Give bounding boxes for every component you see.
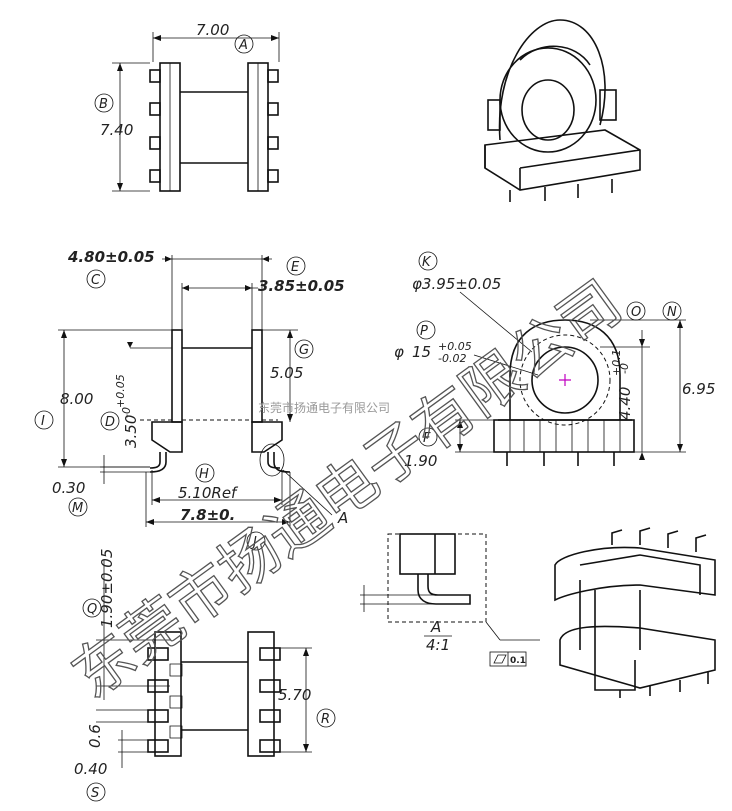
label-g: G [299,343,309,358]
label-f-circle [418,427,438,447]
label-g-circle [294,339,314,359]
dim-bore-tol-bottom: -0.02 [438,352,466,365]
dim-bore-prefix: φ [394,343,404,361]
label-a: A [238,38,248,53]
label-i: I [41,414,45,429]
iso-view-bottom [554,527,716,698]
dim-center-tol-top: +0.1 [610,349,623,376]
label-j: J [250,535,257,550]
label-q: Q [87,602,97,617]
label-k-circle [418,251,438,271]
dim-center-height: 4.40 [616,387,634,420]
dim-top-width: 7.00 [196,21,229,39]
dim-hole-dia: φ3.95±0.05 [412,275,501,293]
label-p: P [420,324,428,339]
dim-side-height: 6.95 [682,380,715,398]
front-view: 4.80±0.05 C 3.85±0.05 E 8.00 I [34,248,348,551]
flatness-value: 0.1 [510,656,526,666]
dim-top-height: 7.40 [100,121,133,139]
label-p-circle [416,320,436,340]
label-m: M [72,501,83,516]
dim-base-height: 1.90 [404,452,437,470]
label-e-circle [286,256,306,276]
detail-scale: 4:1 [426,636,450,654]
dim-slot-height: 3.50 [122,415,140,448]
label-r-circle [316,708,336,728]
label-r: R [321,712,330,727]
label-h: H [199,467,209,482]
label-q-circle [82,598,102,618]
label-d: D [105,415,115,430]
dim-center-tol-bottom: -0 [618,363,631,374]
label-j-circle [246,531,266,551]
label-h-circle [195,463,215,483]
dim-ref-width: 5.10Ref [178,484,239,502]
watermark-small: 东莞市扬通电子有限公司 [258,400,390,415]
label-s-circle [86,782,106,802]
label-d-circle [100,411,120,431]
label-b-circle [94,93,114,113]
detail-label: A [430,618,441,636]
label-k: K [422,255,432,270]
side-view: K φ3.95±0.05 P φ 15 +0.05 -0.02 O N 4.40… [394,251,715,470]
label-c: C [91,273,101,288]
label-b: B [99,97,108,112]
dim-lead-thickness: 0.30 [52,479,85,497]
label-f: F [423,431,431,446]
iso-view-top [484,19,641,202]
dim-bore-tol-top: +0.05 [438,340,472,353]
detail-ref-a: A [337,509,348,527]
label-e: E [291,260,300,275]
detail-a: A 4:1 0.1 [360,533,540,667]
dim-total-height: 8.00 [60,390,93,408]
dim-inner-width: 3.85±0.05 [258,277,345,295]
label-s: S [91,786,99,801]
bottom-view: 1.90±0.05 Q 0.6 0.40 S 5.70 [74,549,336,802]
dim-bottom-span: 5.70 [278,686,311,704]
label-n: N [667,305,677,320]
label-m-circle [68,497,88,517]
dim-outer-width: 4.80±0.05 [67,248,155,266]
dim-pin-pitch: 1.90±0.05 [98,549,116,628]
dim-pin-gap: 0.40 [74,760,107,778]
dim-window-height: 5.05 [270,364,303,382]
label-o: O [631,305,641,320]
label-c-circle [86,269,106,289]
dim-pin-width: 0.6 [86,724,104,748]
label-a-circle [234,34,254,54]
top-view: 7.00 A 7.40 B [94,21,280,192]
dim-slot-tol-top: +0.05 [114,374,127,408]
dim-bore-dia: 15 [412,343,431,361]
label-i-circle [34,410,54,430]
dim-overall-width: 7.8±0. [180,506,235,524]
dim-slot-tol-bottom: -0 [120,407,133,418]
